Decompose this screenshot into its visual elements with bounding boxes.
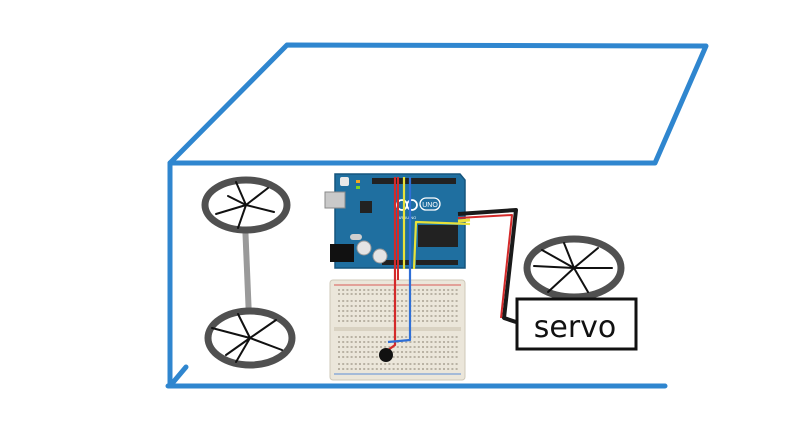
rear-left-wheel [204, 307, 296, 369]
usb-chip [360, 201, 372, 213]
microcontroller-chip [418, 225, 458, 247]
board-brand: ARDUINO [398, 215, 416, 220]
usb-port [324, 191, 346, 209]
car-body-outline [165, 42, 709, 389]
left-wheel-assembly [201, 176, 296, 369]
analog-header [416, 260, 458, 265]
breadboard [329, 279, 466, 381]
front-left-wheel [201, 176, 291, 234]
car-base [165, 364, 668, 389]
servo-label: servo [534, 310, 617, 345]
servo-yellow-wire [457, 218, 471, 223]
servo-box: servo [515, 297, 638, 351]
crystal [350, 234, 362, 240]
yellow-wire [412, 220, 471, 270]
servo-black-wire [457, 208, 518, 324]
blue-wire [387, 177, 412, 344]
arduino-uno-board: ARDUINO UNO [324, 173, 466, 269]
led [356, 180, 360, 183]
board-logo-text: UNO [422, 202, 438, 209]
power-jack [330, 244, 354, 262]
capacitor [372, 248, 388, 264]
reset-button [340, 177, 349, 186]
capacitor [356, 240, 372, 256]
infinity-logo [406, 199, 418, 211]
servo-red-wire [457, 214, 513, 319]
breadboard-component [379, 348, 393, 362]
wheel-axle [242, 221, 252, 319]
led [356, 186, 360, 189]
car-roof [167, 42, 709, 166]
right-wheel [523, 235, 625, 301]
digital-header [372, 178, 456, 184]
